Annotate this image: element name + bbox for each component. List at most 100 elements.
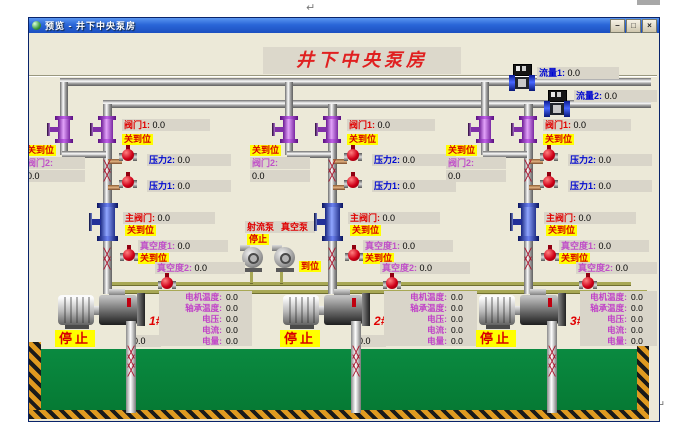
main-valve-status: 关到位 (125, 225, 157, 236)
sensor-stub (333, 159, 347, 164)
main-valve[interactable] (89, 203, 119, 241)
sensor-stub (108, 159, 122, 164)
minimize-button[interactable]: – (610, 19, 625, 33)
valve2-status: 关到位 (446, 145, 478, 156)
stat-row: 电压:0.0 (384, 313, 477, 324)
restore-button[interactable]: □ (626, 19, 641, 33)
foot-valve-icon: ╳╳╳ (352, 347, 360, 377)
stat-row: 电压:0.0 (159, 313, 252, 324)
branch-valve-2[interactable] (272, 116, 302, 143)
valve1-reading: 阀门1: 0.0 (122, 119, 210, 131)
sensor-stub (333, 185, 345, 190)
jet-pump[interactable] (240, 245, 266, 272)
stat-row: 电流:0.0 (159, 324, 252, 335)
pump[interactable] (99, 289, 147, 327)
motor[interactable] (58, 295, 100, 329)
vacuum-pump-label: 真空泵 (279, 221, 315, 233)
branch-valve-1[interactable] (511, 116, 541, 143)
main-valve-reading: 主阀门: 0.0 (544, 212, 636, 224)
pipe-segment (60, 141, 68, 155)
flow-meter-2[interactable] (544, 90, 570, 118)
vacuum1-status: 关到位 (559, 253, 591, 264)
jet-pump-status: 停止 (247, 234, 270, 245)
valve1-status: 关到位 (122, 134, 154, 145)
branch-valve-1[interactable] (315, 116, 345, 143)
vacuum2-valve[interactable] (158, 273, 176, 293)
pump[interactable] (520, 289, 568, 327)
pressure2-reading: 压力2: 0.0 (372, 154, 456, 166)
pressure1-sensor[interactable] (119, 172, 137, 192)
vacuum2-valve[interactable] (579, 273, 597, 293)
pipe-segment (285, 82, 293, 119)
station-position-status: 到位 (299, 261, 322, 272)
hazard-wall-bottom (29, 410, 649, 419)
valve2-label: 阀门2: (250, 157, 310, 169)
stat-row: 轴承温度:0.0 (159, 302, 252, 313)
jet-pump-label: 射流泵 (245, 221, 281, 233)
pump-train-3: 阀门1: 0.0 关到位 关到位 阀门2: 0.0 压力2: 0.0 ╳╳ 压力… (446, 33, 657, 420)
pressure2-sensor[interactable] (119, 145, 137, 165)
pump-train-2: 阀门1: 0.0 关到位 关到位 阀门2: 0.0 压力2: 0.0 ╳╳ 压力… (250, 33, 484, 420)
stat-row: 轴承温度:0.0 (384, 302, 477, 313)
pipe-segment (328, 104, 337, 294)
main-valve-status: 关到位 (546, 225, 578, 236)
pipe-segment (287, 151, 331, 158)
valve2-value: 0.0 (29, 170, 85, 182)
vacuum1-valve[interactable] (345, 245, 363, 265)
motor[interactable] (283, 295, 325, 329)
title-bar[interactable]: 预览 - 井下中央泵房 – □ × (29, 18, 659, 33)
vacuum1-valve[interactable] (120, 245, 138, 265)
pipe-segment (103, 100, 651, 108)
sensor-stub (108, 185, 120, 190)
service-line (107, 290, 647, 293)
hazard-wall-left (29, 342, 41, 415)
flow1-reading: 流量1: 0.0 (537, 67, 619, 79)
pressure2-sensor[interactable] (344, 145, 362, 165)
foot-valve-icon: ╳╳╳ (548, 347, 556, 377)
valve2-value: 0.0 (250, 170, 310, 182)
stat-row: 电流:0.0 (580, 324, 657, 335)
vacuum1-status: 关到位 (363, 253, 395, 264)
suction-pipe (126, 321, 136, 413)
pump-status: 停止 (280, 330, 321, 347)
main-valve-reading: 主阀门: 0.0 (348, 212, 440, 224)
page-fragment (637, 0, 660, 5)
branch-valve-2[interactable] (468, 116, 498, 143)
pressure2-reading: 压力2: 0.0 (147, 154, 231, 166)
motor[interactable] (479, 295, 521, 329)
pipe-segment (103, 104, 112, 294)
stat-row: 电流:0.0 (384, 324, 477, 335)
valve1-status: 关到位 (347, 134, 379, 145)
valve2-label: 阀门2: (29, 157, 85, 169)
sensor-stub (529, 185, 541, 190)
pressure1-sensor[interactable] (344, 172, 362, 192)
pipe-segment (62, 151, 106, 158)
vacuum-pump[interactable] (272, 245, 298, 272)
page-title: 井下中央泵房 (263, 47, 461, 74)
pump[interactable] (324, 289, 372, 327)
branch-valve-1[interactable] (90, 116, 120, 143)
stat-row: 电压:0.0 (580, 313, 657, 324)
main-valve[interactable] (510, 203, 540, 241)
pressure2-reading: 压力2: 0.0 (568, 154, 652, 166)
pump-status: 停止 (476, 330, 517, 347)
pressure2-sensor[interactable] (540, 145, 558, 165)
stat-row: 电机温度:0.0 (384, 291, 477, 302)
valve1-reading: 阀门1: 0.0 (543, 119, 631, 131)
branch-valve-2[interactable] (47, 116, 77, 143)
pipe-segment (285, 141, 293, 155)
vacuum2-reading: 真空度2: 0.0 (380, 262, 470, 274)
suction-pipe (351, 321, 361, 413)
pressure1-sensor[interactable] (540, 172, 558, 192)
check-valve-icon: ╳╳ (328, 249, 336, 270)
vacuum1-reading: 真空度1: 0.0 (138, 240, 228, 252)
close-button[interactable]: × (642, 19, 657, 33)
valve1-status: 关到位 (543, 134, 575, 145)
valve1-reading: 阀门1: 0.0 (347, 119, 435, 131)
flow-meter-1[interactable] (509, 64, 535, 92)
vacuum2-valve[interactable] (383, 273, 401, 293)
pipe-segment (483, 151, 527, 158)
main-valve[interactable] (314, 203, 344, 241)
vacuum1-valve[interactable] (541, 245, 559, 265)
pump-status: 停止 (55, 330, 96, 347)
